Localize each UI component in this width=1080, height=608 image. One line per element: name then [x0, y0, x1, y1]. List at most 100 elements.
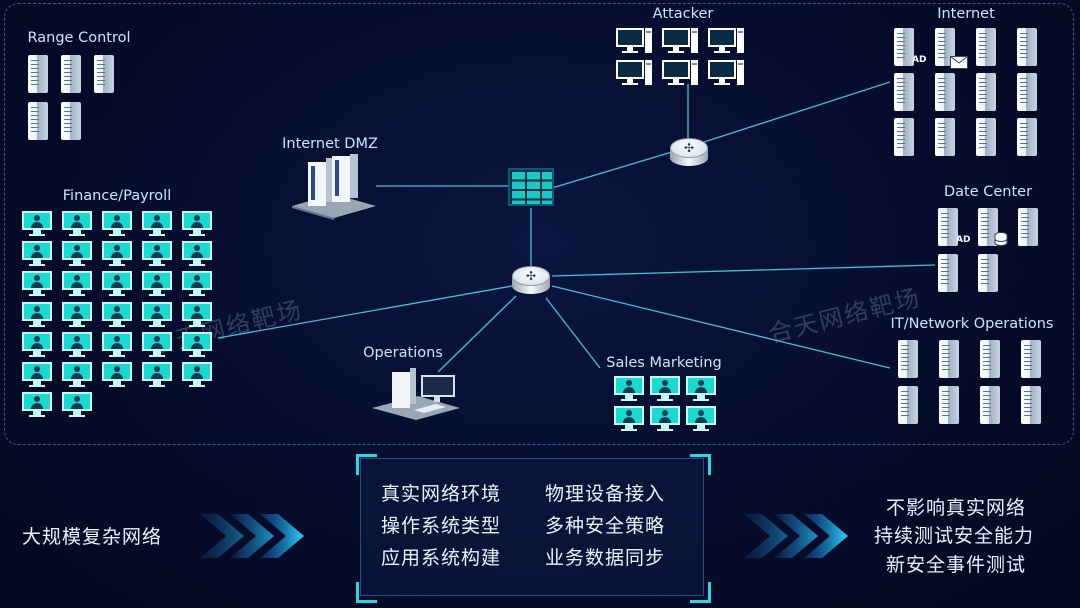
user-monitor-icon	[62, 361, 92, 388]
feature-item: 多种安全策略	[545, 515, 666, 537]
user-monitor-icon	[62, 211, 92, 237]
label-operations: Operations	[363, 345, 443, 361]
user-monitor-icon	[182, 211, 212, 237]
server-icon	[894, 73, 914, 111]
feature-item: 业务数据同步	[545, 547, 666, 569]
feature-panel	[360, 458, 704, 596]
server-icon	[1017, 118, 1037, 156]
user-monitor-icon	[182, 241, 212, 267]
network-boundary-frame	[4, 3, 1074, 445]
label-internet: Internet	[937, 6, 995, 22]
link-core-datacenter	[551, 264, 936, 277]
user-monitor-icon	[142, 301, 172, 328]
label-it-network-operations: IT/Network Operations	[890, 316, 1054, 332]
label-attacker: Attacker	[652, 6, 714, 22]
user-monitor-icon	[686, 406, 716, 432]
left-caption: 大规模复杂网络	[22, 526, 163, 548]
user-monitor-icon	[650, 406, 680, 432]
user-monitor-icon	[22, 361, 52, 388]
server-icon	[1018, 208, 1038, 246]
link-firewall-router-top	[551, 151, 673, 189]
server-icon	[61, 102, 81, 140]
core-router-icon: ✣	[512, 264, 550, 300]
it-network-operations-servers	[898, 340, 1041, 424]
user-monitor-icon	[142, 211, 172, 237]
panel-corner	[356, 582, 377, 603]
server-icon	[935, 118, 955, 156]
user-monitor-icon	[102, 331, 132, 358]
server-icon	[976, 118, 996, 156]
user-monitor-icon	[102, 301, 132, 328]
user-monitor-icon	[182, 331, 212, 358]
desktop-pc-icon	[708, 28, 744, 54]
user-monitor-icon	[182, 271, 212, 297]
desktop-pc-icon	[708, 60, 744, 86]
user-monitor-icon	[102, 211, 132, 237]
user-monitor-icon	[614, 406, 644, 432]
server-icon	[28, 102, 48, 140]
right-caption-line: 持续测试安全能力	[874, 525, 1035, 547]
attacker-pcs	[616, 28, 744, 86]
user-monitor-icon	[142, 361, 172, 388]
chevron-right-icon-right	[744, 514, 848, 558]
desktop-pc-icon	[616, 28, 652, 54]
desktop-pc-icon	[616, 60, 652, 86]
user-monitor-icon	[614, 376, 644, 402]
mail-server-icon	[935, 28, 968, 69]
ad-server-icon: AD	[938, 208, 970, 246]
server-icon	[1017, 73, 1037, 111]
desktop-pc-icon	[662, 60, 698, 86]
database-icon	[994, 232, 1008, 246]
link-core-finance	[217, 285, 513, 339]
feature-item: 物理设备接入	[545, 483, 666, 505]
server-icon	[1021, 340, 1041, 378]
server-icon	[976, 28, 996, 66]
server-icon	[894, 118, 914, 156]
operations-workstation-icon	[372, 368, 460, 420]
user-monitor-icon	[22, 331, 52, 358]
user-monitor-icon	[22, 301, 52, 328]
server-icon	[939, 340, 959, 378]
user-monitor-icon	[686, 376, 716, 402]
user-monitor-icon	[22, 241, 52, 267]
server-icon	[978, 254, 998, 292]
server-icon	[1017, 28, 1037, 66]
label-date-center: Date Center	[943, 184, 1033, 200]
internet-servers: AD	[894, 28, 1037, 156]
panel-corner	[356, 454, 377, 475]
server-icon	[980, 386, 1000, 424]
server-icon	[1021, 386, 1041, 424]
user-monitor-icon	[22, 392, 52, 418]
label-range-control: Range Control	[27, 30, 131, 46]
user-monitor-icon	[62, 271, 92, 297]
server-icon	[898, 386, 918, 424]
link-core-sales	[545, 297, 601, 369]
right-caption-line: 不影响真实网络	[886, 497, 1027, 519]
user-monitor-icon	[62, 301, 92, 328]
user-monitor-icon	[182, 361, 212, 388]
chevron-right-icon-left	[200, 514, 304, 558]
date-center-servers: AD	[938, 208, 1038, 292]
link-core-itops	[551, 285, 891, 369]
router-icon: ✣	[670, 136, 708, 172]
panel-corner	[690, 582, 711, 603]
user-monitor-icon	[62, 392, 92, 418]
server-icon	[935, 73, 955, 111]
finance-payroll-monitors	[22, 211, 212, 418]
label-sales-marketing: Sales Marketing	[606, 355, 722, 371]
database-server-icon	[978, 208, 1008, 246]
server-icon	[980, 340, 1000, 378]
feature-item: 真实网络环境	[381, 483, 502, 505]
user-monitor-icon	[142, 271, 172, 297]
user-monitor-icon	[142, 241, 172, 267]
user-monitor-icon	[650, 376, 680, 402]
label-finance-payroll: Finance/Payroll	[62, 188, 172, 204]
panel-corner	[690, 454, 711, 475]
server-icon	[939, 386, 959, 424]
desktop-pc-icon	[662, 28, 698, 54]
user-monitor-icon	[182, 301, 212, 328]
server-icon	[94, 55, 114, 93]
user-monitor-icon	[102, 361, 132, 388]
